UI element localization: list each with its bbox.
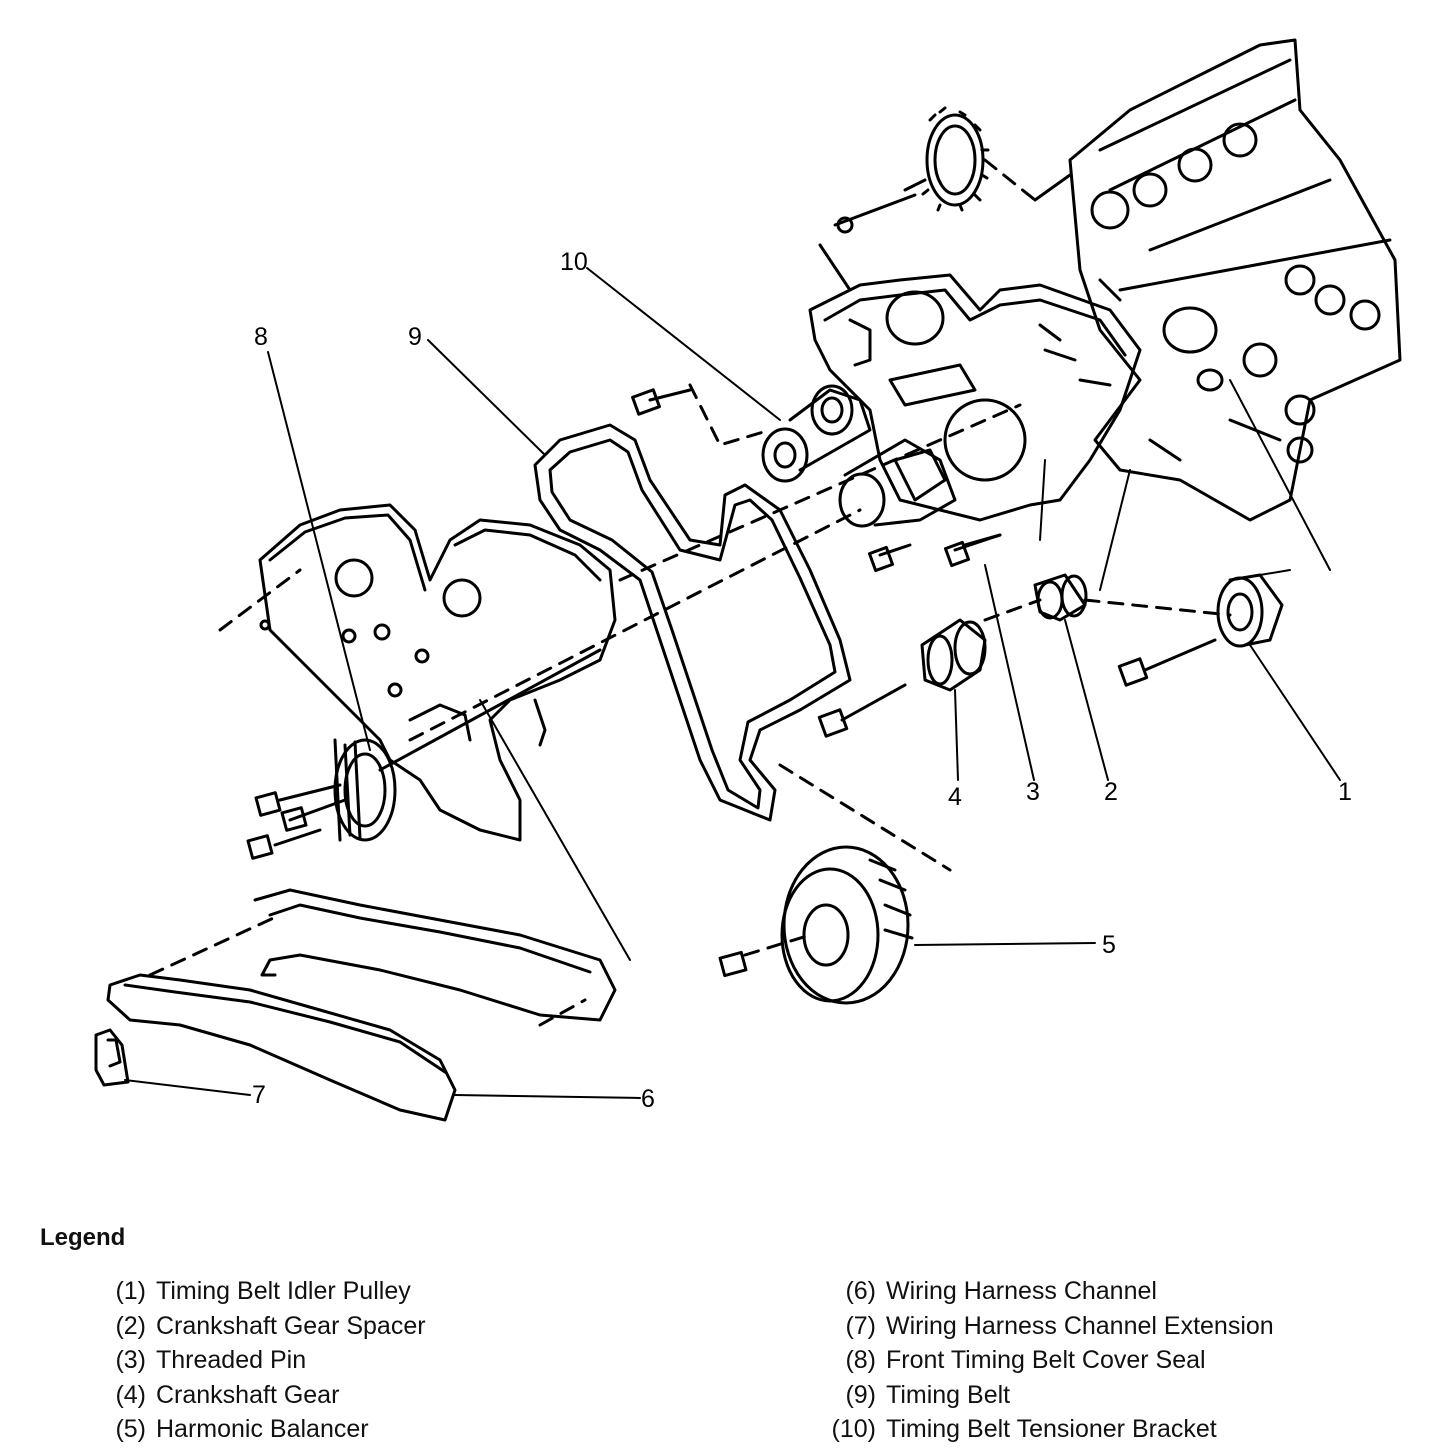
callout-9: 9 (408, 323, 422, 351)
callout-7: 7 (252, 1081, 266, 1109)
engine-block (1068, 38, 1402, 522)
callout-10: 10 (560, 248, 588, 276)
legend-item: (10) Timing Belt Tensioner Bracket (826, 1412, 1274, 1447)
threaded-pin (963, 533, 1002, 547)
legend-column-right: (6) Wiring Harness Channel (7) Wiring Ha… (826, 1274, 1274, 1447)
legend-item-number: (7) (845, 1311, 876, 1340)
legend-item: (5) Harmonic Balancer (100, 1412, 426, 1447)
wiring-harness-channel-extension (94, 1028, 130, 1087)
legend-item: (2) Crankshaft Gear Spacer (100, 1309, 426, 1344)
crankshaft-gear (817, 618, 987, 738)
exploded-view-diagram: 1 2 3 4 5 6 7 8 9 10 (94, 38, 1402, 1122)
callout-8: 8 (254, 323, 268, 351)
legend-item: (6) Wiring Harness Channel (826, 1274, 1274, 1309)
callout-4: 4 (948, 783, 962, 811)
crankshaft-gear-spacer (1033, 573, 1088, 622)
callout-1: 1 (1338, 778, 1352, 806)
legend-item-label: Timing Belt (886, 1380, 1011, 1409)
legend-item: (3) Threaded Pin (100, 1343, 426, 1378)
legend-item-number: (2) (115, 1311, 146, 1340)
tensioner-assembly (631, 383, 872, 483)
callout-5: 5 (1102, 931, 1116, 959)
legend-item-label: Threaded Pin (156, 1346, 307, 1374)
camshaft-sprocket (818, 106, 1072, 292)
legend-item-label: Crankshaft Gear Spacer (156, 1311, 426, 1340)
legend-item-number: (10) (831, 1415, 876, 1443)
legend-item-label: Front Timing Belt Cover Seal (886, 1346, 1206, 1374)
wiring-harness-channel (106, 888, 617, 1122)
legend-item: (7) Wiring Harness Channel Extension (826, 1309, 1274, 1344)
callout-3: 3 (1026, 778, 1040, 806)
legend-item-label: Timing Belt Idler Pulley (156, 1277, 411, 1305)
legend-item: (1) Timing Belt Idler Pulley (100, 1274, 426, 1309)
legend-item-label: Wiring Harness Channel Extension (886, 1311, 1274, 1340)
legend-item-number: (5) (115, 1415, 146, 1443)
legend-item: (9) Timing Belt (826, 1378, 1274, 1413)
callout-2: 2 (1104, 778, 1118, 806)
callout-6: 6 (641, 1085, 655, 1113)
legend-item-label: Wiring Harness Channel (886, 1277, 1157, 1305)
legend-item: (8) Front Timing Belt Cover Seal (826, 1343, 1274, 1378)
leader-lines (124, 267, 1341, 1099)
legend-item-label: Timing Belt Tensioner Bracket (886, 1415, 1217, 1443)
legend-item-number: (6) (845, 1277, 876, 1305)
left-crank-pulley (246, 648, 602, 860)
legend-item-label: Crankshaft Gear (156, 1380, 340, 1409)
legend-item-number: (8) (845, 1346, 876, 1374)
legend-column-left: (1) Timing Belt Idler Pulley (2) Cranksh… (100, 1274, 426, 1447)
legend-item: (4) Crankshaft Gear (100, 1378, 426, 1413)
timing-belt-idler-pulley (1117, 573, 1284, 687)
legend-item-number: (3) (115, 1346, 146, 1374)
assembly-center-lines (218, 403, 1232, 742)
legend-item-number: (4) (115, 1380, 146, 1409)
harmonic-balancer (718, 763, 952, 1005)
timing-belt (533, 423, 852, 822)
rear-timing-cover (808, 273, 1142, 522)
legend-item-number: (1) (115, 1277, 146, 1305)
legend-item-number: (9) (845, 1380, 876, 1409)
legend-title: Legend (40, 1224, 126, 1251)
legend-item-label: Harmonic Balancer (156, 1415, 369, 1443)
